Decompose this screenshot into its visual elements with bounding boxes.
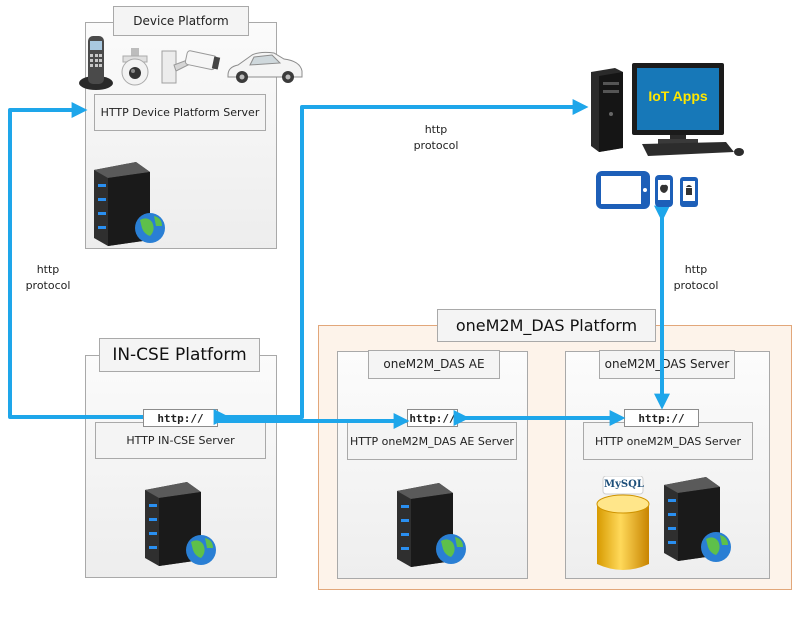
mysql-database-icon bbox=[596, 476, 650, 570]
car-icon bbox=[227, 51, 303, 83]
keyboard-icon bbox=[642, 142, 744, 156]
mysql-label: MySQL bbox=[604, 479, 644, 490]
arrow-incse-to-device bbox=[8, 102, 143, 419]
das-server-http-tag: http:// bbox=[624, 409, 699, 427]
iot-apps-label: IoT Apps bbox=[648, 88, 708, 104]
das-server-label: HTTP oneM2M_DAS Server bbox=[583, 422, 753, 460]
dome-camera-icon bbox=[121, 48, 149, 86]
desktop-tower-icon bbox=[591, 68, 623, 152]
incse-server-icon bbox=[145, 482, 216, 566]
incse-http-tag: http:// bbox=[143, 409, 218, 427]
das-ae-server-icon bbox=[397, 483, 466, 567]
arrow-incse-to-iot bbox=[213, 99, 589, 425]
protocol-note-left: http protocol bbox=[25, 263, 71, 292]
device-server-icon bbox=[94, 162, 165, 246]
das-server-rack-icon bbox=[664, 477, 731, 562]
tablet-icon bbox=[596, 171, 650, 209]
incse-server-label: HTTP IN-CSE Server bbox=[95, 422, 266, 459]
android-phone-icon bbox=[680, 177, 698, 207]
monitor-icon bbox=[632, 63, 724, 144]
cctv-camera-icon bbox=[161, 50, 221, 84]
device-platform-title: Device Platform bbox=[113, 6, 249, 36]
protocol-note-right: http protocol bbox=[673, 263, 719, 292]
iphone-icon bbox=[655, 175, 673, 207]
phone-icon bbox=[79, 36, 113, 90]
